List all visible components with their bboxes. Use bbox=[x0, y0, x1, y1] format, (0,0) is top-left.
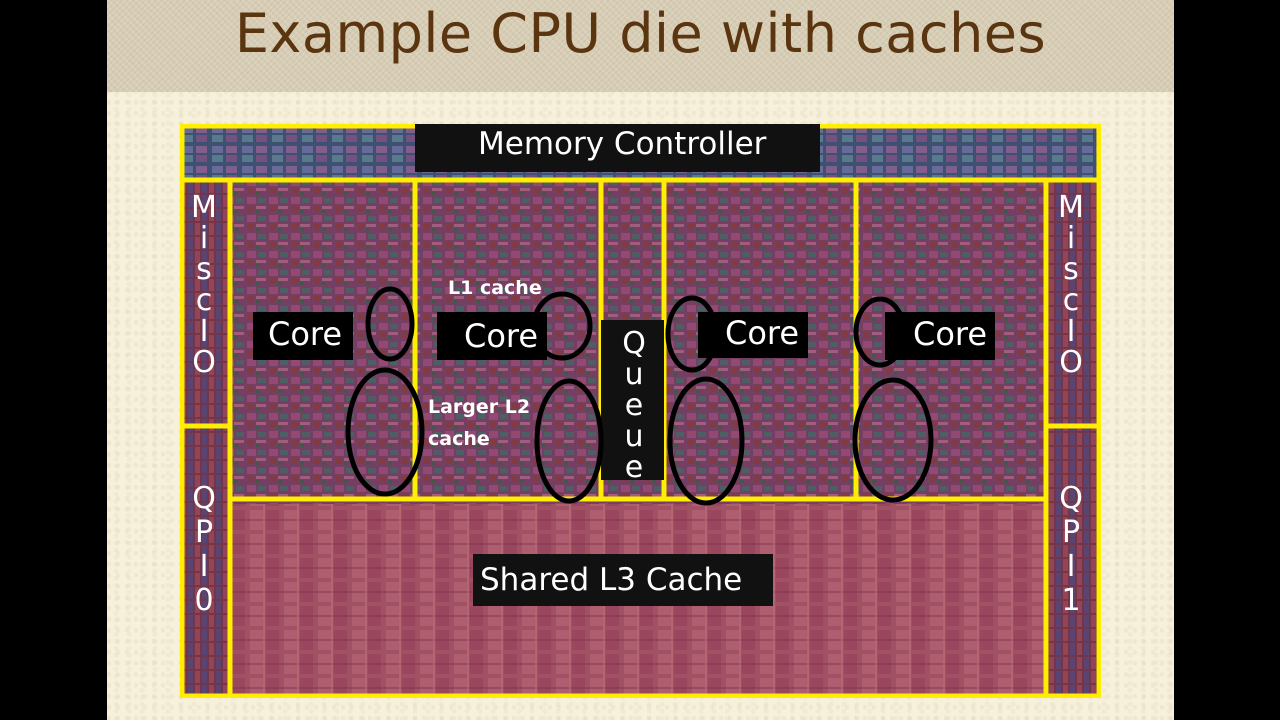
l2-cache-label-line2: cache bbox=[428, 428, 490, 450]
title-band bbox=[107, 0, 1174, 92]
l1-cache-label: L1 cache bbox=[448, 277, 542, 299]
l2-cache-label-line1: Larger L2 bbox=[428, 396, 531, 418]
core-label-3: Core bbox=[725, 314, 800, 352]
core-label-4: Core bbox=[913, 315, 988, 353]
core-label-1: Core bbox=[268, 315, 343, 353]
cpu-die-image: Memory Controller Core Core Core Core L1… bbox=[180, 124, 1101, 698]
core-label-2: Core bbox=[464, 317, 539, 355]
memory-controller-label: Memory Controller bbox=[478, 126, 767, 162]
slide-title: Example CPU die with caches bbox=[234, 2, 1047, 65]
shared-l3-label: Shared L3 Cache bbox=[480, 562, 743, 598]
die-diagram bbox=[180, 124, 1101, 698]
